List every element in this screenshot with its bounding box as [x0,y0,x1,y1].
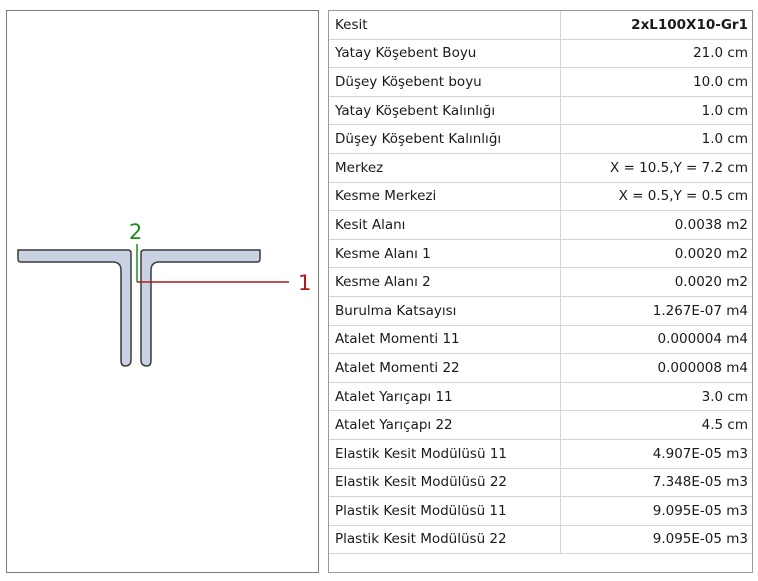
property-value: X = 10.5,Y = 7.2 cm [560,152,752,183]
property-label: Merkez [329,152,561,183]
property-value: 4.907E-05 m3 [560,438,752,469]
property-label: Elastik Kesit Modülüsü 22 [329,467,561,498]
property-value: 9.095E-05 m3 [560,496,752,526]
property-label: Kesme Alanı 1 [329,238,561,269]
property-value: 10.0 cm [560,67,752,97]
property-label: Atalet Yarıçapı 11 [329,381,561,412]
property-label: Atalet Momenti 22 [329,353,561,383]
property-label: Kesme Merkezi [329,181,561,212]
property-label: Kesme Alanı 2 [329,267,561,297]
property-label: Burulma Katsayısı [329,295,561,326]
property-value: 0.000004 m4 [560,324,752,355]
section-drawing: 2 1 [17,220,311,367]
property-label: Elastik Kesit Modülüsü 11 [329,438,561,469]
property-value: 1.267E-07 m4 [560,295,752,326]
property-value: 7.348E-05 m3 [560,467,752,498]
right-angle-section [140,249,261,367]
property-label: Düşey Köşebent boyu [329,67,561,97]
property-label: Düşey Köşebent Kalınlığı [329,124,561,154]
property-value: 0.0038 m2 [560,210,752,240]
property-value: 1.0 cm [560,124,752,154]
property-label: Plastik Kesit Modülüsü 11 [329,496,561,526]
property-label: Atalet Momenti 11 [329,324,561,355]
property-label: Yatay Köşebent Kalınlığı [329,95,561,126]
axis-1-label: 1 [298,271,311,295]
section-drawing-panel: 2 1 [6,10,319,573]
property-value: 3.0 cm [560,381,752,412]
property-label: Atalet Yarıçapı 22 [329,410,561,440]
property-label: Plastik Kesit Modülüsü 22 [329,524,561,555]
property-value: 4.5 cm [560,410,752,440]
property-value: 9.095E-05 m3 [560,524,752,555]
property-label: Yatay Köşebent Boyu [329,38,561,69]
property-value: 1.0 cm [560,95,752,126]
axis-2-label: 2 [129,220,142,244]
property-value: 0.000008 m4 [560,353,752,383]
left-angle-section [17,249,132,367]
property-value: 2xL100X10-Gr1 [560,11,752,40]
property-value: 0.0020 m2 [560,267,752,297]
property-value: 21.0 cm [560,38,752,69]
property-value: X = 0.5,Y = 0.5 cm [560,181,752,212]
property-label: Kesit [329,11,561,40]
property-value: 0.0020 m2 [560,238,752,269]
property-label: Kesit Alanı [329,210,561,240]
